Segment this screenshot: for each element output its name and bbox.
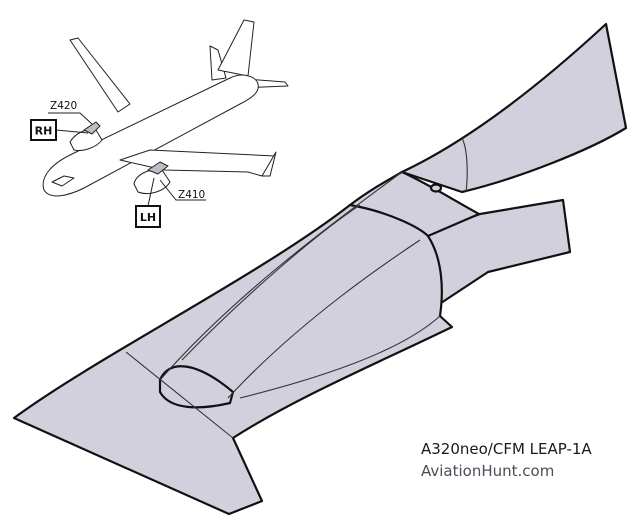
division-line-5 — [239, 315, 441, 399]
division-line-6 — [461, 137, 468, 193]
vertical-fin — [217, 19, 255, 77]
left-stabilizer — [209, 45, 227, 81]
division-line-4 — [227, 239, 421, 399]
left-winglet — [261, 151, 277, 177]
right-engine — [69, 129, 103, 151]
division-line-2 — [159, 171, 403, 381]
aircraft-model-caption: A320neo/CFM LEAP-1A — [421, 440, 592, 458]
fuselage — [42, 74, 259, 197]
lh-label-box — [135, 205, 161, 228]
side-label-left: LH — [140, 211, 156, 224]
left-wing — [119, 149, 276, 177]
zone-label-right: Z420 — [50, 100, 77, 112]
division-line-3 — [181, 204, 361, 361]
division-line-1 — [125, 351, 234, 439]
upper-pylon-fairing — [400, 22, 628, 194]
z420-leader — [48, 112, 93, 125]
left-engine — [133, 169, 171, 195]
aircraft-locator — [42, 19, 289, 197]
callout-lines — [48, 112, 206, 207]
rh-label-box — [30, 119, 57, 141]
access-port — [429, 183, 443, 193]
lh-leader — [147, 177, 155, 207]
zone-label-left: Z410 — [178, 189, 205, 201]
left-engine-pylon — [147, 161, 169, 175]
right-engine-pylon — [83, 121, 101, 135]
rh-leader — [55, 129, 89, 134]
z410-leader — [159, 179, 206, 201]
cowl-inner-edge — [349, 203, 429, 237]
right-wing — [69, 37, 131, 113]
nacelle-panel-group — [12, 22, 628, 516]
side-label-right: RH — [35, 125, 53, 138]
cockpit-windows — [51, 175, 75, 187]
cowl-lip — [158, 365, 235, 409]
panel-division-lines — [125, 137, 468, 439]
main-cowl-panel — [12, 170, 481, 516]
source-site-caption: AviationHunt.com — [421, 462, 555, 480]
